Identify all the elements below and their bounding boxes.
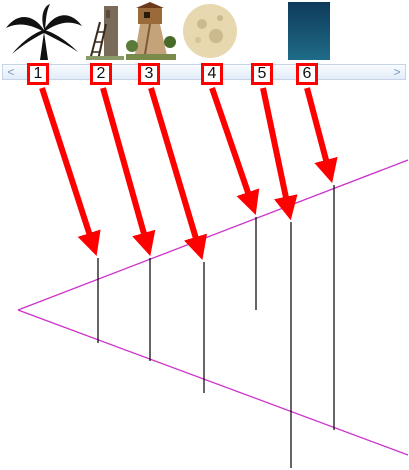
ruin-ladder-icon <box>86 6 124 60</box>
arrow-5 <box>260 87 298 221</box>
callout-label-1: 1 <box>27 63 49 85</box>
scroll-left-button[interactable]: < <box>7 65 15 79</box>
thumbnail-dark-blue-panel[interactable] <box>288 2 330 60</box>
callout-label-3: 3 <box>138 63 160 85</box>
scroll-right-button[interactable]: > <box>393 65 401 79</box>
thumbnail-palm-tree[interactable] <box>4 2 84 60</box>
triangle-upper-edge <box>17 159 409 311</box>
callout-label-2: 2 <box>90 63 112 85</box>
arrow-1 <box>39 87 101 256</box>
arrow-4 <box>209 87 260 215</box>
callout-label-4: 4 <box>201 63 223 85</box>
thumbnail-treehouse[interactable] <box>126 2 176 60</box>
callout-label-5: 5 <box>251 63 273 85</box>
arrow-3 <box>148 87 208 261</box>
thumbnail-ruin-ladder[interactable] <box>86 2 124 60</box>
moon-icon <box>183 4 237 58</box>
arrow-2 <box>100 87 156 257</box>
callout-label-6: 6 <box>296 63 318 85</box>
thumbnail-moon[interactable] <box>180 2 240 60</box>
triangle-lower-edge <box>17 309 409 456</box>
palm-tree-icon <box>6 4 82 60</box>
treehouse-icon <box>126 2 176 60</box>
arrow-6 <box>304 87 338 184</box>
